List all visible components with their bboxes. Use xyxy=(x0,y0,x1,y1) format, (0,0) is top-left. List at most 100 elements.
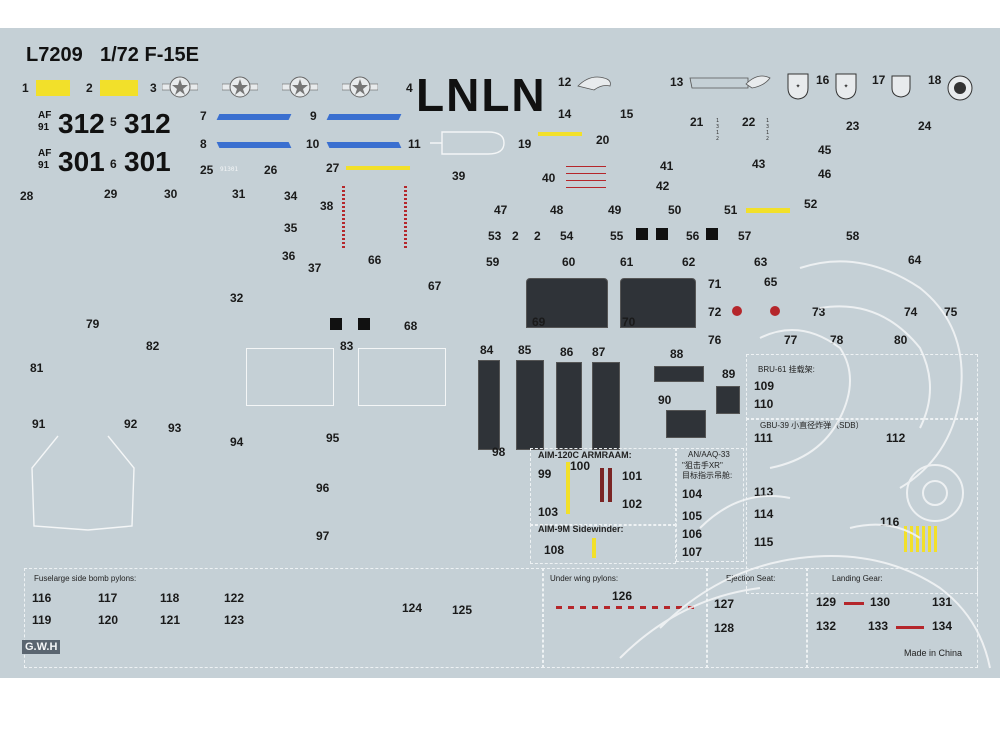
black-square xyxy=(358,318,370,330)
decal-number-77: 77 xyxy=(784,333,798,347)
decal-number-11: 11 xyxy=(408,137,421,151)
wing-patch-icon xyxy=(891,75,911,98)
decal-number-107: 107 xyxy=(682,545,703,559)
decal-number-54: 54 xyxy=(560,229,574,243)
decal-number-16: 16 xyxy=(816,73,830,87)
yellow-stripe xyxy=(538,132,582,136)
decal-number-104: 104 xyxy=(682,487,703,501)
decal-number-25: 25 xyxy=(200,163,214,177)
decal-number-68: 68 xyxy=(404,319,418,333)
decal-number-103: 103 xyxy=(538,505,559,519)
decal-number-123: 122 xyxy=(224,591,245,605)
decal-number-121: 120 xyxy=(98,613,119,627)
decal-number-62: 62 xyxy=(682,255,696,269)
small-panel xyxy=(716,386,740,414)
decal-number-42: 42 xyxy=(656,179,670,193)
ejection-seat-frame xyxy=(706,568,808,668)
decal-number-46: 46 xyxy=(818,167,832,181)
decal-number-53: 53 xyxy=(488,229,502,243)
decal-number-127: 126 xyxy=(612,589,633,603)
decal-number-28: 28 xyxy=(20,189,34,203)
decal-number-36: 36 xyxy=(282,249,296,263)
blue-stripe xyxy=(216,142,292,148)
decal-number-41: 41 xyxy=(660,159,674,173)
aim9-section-frame xyxy=(530,524,676,564)
decal-number-48: 48 xyxy=(550,203,564,217)
black-square xyxy=(636,228,648,240)
blue-stripe xyxy=(326,114,402,120)
decal-number-126: 125 xyxy=(452,603,473,617)
brand-logo: G.W.H xyxy=(22,640,61,654)
instrument-panel-front xyxy=(526,278,608,328)
decal-number-15: 15 xyxy=(620,107,634,121)
anaaq-cn-line1: "狙击手XR" xyxy=(682,461,723,470)
black-square xyxy=(330,318,342,330)
decal-number-23: 23 xyxy=(846,119,860,133)
decal-number-106: 106 xyxy=(682,527,703,541)
canopy-outline xyxy=(430,131,505,155)
decal-number-7: 7 xyxy=(200,109,207,123)
decal-number-75: 75 xyxy=(944,305,958,319)
decal-number-73: 73 xyxy=(812,305,826,319)
decal-number-82: 82 xyxy=(146,339,160,353)
decal-number-81: 81 xyxy=(30,361,44,375)
decal-number-115: 115 xyxy=(754,535,774,549)
decal-number-21: 21 xyxy=(690,115,704,129)
instrument-panel-rear xyxy=(620,278,696,328)
decal-number-14: 14 xyxy=(558,107,572,121)
decal-number-111: 111 xyxy=(754,431,773,445)
serial-312: 312 xyxy=(58,108,105,139)
side-console xyxy=(516,360,544,450)
decal-number-57: 57 xyxy=(738,229,752,243)
decal-number-61: 61 xyxy=(620,255,634,269)
decal-sheet: L7209 1/72 F-15E 1 2 3 4 LNLN AF 91 312 … xyxy=(0,28,1000,678)
decal-number-74: 74 xyxy=(904,305,918,319)
decal-number-35: 35 xyxy=(284,221,298,235)
squadron-patch-icon: ✦ xyxy=(787,73,809,100)
small-serial: 91301 xyxy=(220,166,239,173)
small-digit: 2 xyxy=(534,229,541,243)
decal-number-92: 92 xyxy=(124,417,138,431)
decal-number-19: 19 xyxy=(518,137,532,151)
decal-number-131: 130 xyxy=(870,595,891,609)
year-label: 91 xyxy=(38,122,50,133)
decal-number-86: 86 xyxy=(560,345,574,359)
decal-number-134: 133 xyxy=(868,619,889,633)
decal-number-39: 39 xyxy=(452,169,466,183)
decal-number-27: 27 xyxy=(326,161,340,175)
landing-gear-title: Landing Gear: xyxy=(832,574,883,583)
decal-number-31: 31 xyxy=(232,187,246,201)
yellow-stripe xyxy=(346,166,410,170)
round-squadron-emblem-icon xyxy=(947,75,973,101)
svg-text:✦: ✦ xyxy=(795,83,800,90)
eagle-emblem-icon xyxy=(577,76,611,91)
decal-number-50: 50 xyxy=(668,203,682,217)
eagle-emblem-icon xyxy=(689,75,771,89)
decal-number-102: 102 xyxy=(622,497,643,511)
underwing-pylons-frame xyxy=(542,568,708,668)
red-warning-stripe xyxy=(844,602,864,605)
red-warning-stripe xyxy=(896,626,924,629)
decal-number-51: 51 xyxy=(724,203,738,217)
decal-number-128: 127 xyxy=(714,597,735,611)
decal-number-122: 121 xyxy=(160,613,181,627)
decal-number-6: 6 xyxy=(110,157,117,171)
usaf-roundel-icon xyxy=(162,76,198,98)
decal-number-32: 32 xyxy=(230,291,244,305)
outline-panel xyxy=(358,348,446,406)
red-warning-stripe xyxy=(566,166,606,194)
decal-number-129: 128 xyxy=(714,621,735,635)
decal-number-12: 12 xyxy=(558,75,572,89)
decal-number-80: 79 xyxy=(86,317,100,331)
decal-number-109: 109 xyxy=(754,379,775,393)
decal-number-67: 67 xyxy=(428,279,442,293)
decal-number-40: 40 xyxy=(542,171,556,185)
af-label: AF xyxy=(38,110,52,121)
red-dial xyxy=(732,306,742,316)
decal-number-78: 78 xyxy=(830,333,844,347)
decal-number-66: 66 xyxy=(368,253,382,267)
decal-number-63: 63 xyxy=(754,255,768,269)
decal-number-84: 84 xyxy=(480,343,494,357)
decal-number-88: 88 xyxy=(670,347,684,361)
